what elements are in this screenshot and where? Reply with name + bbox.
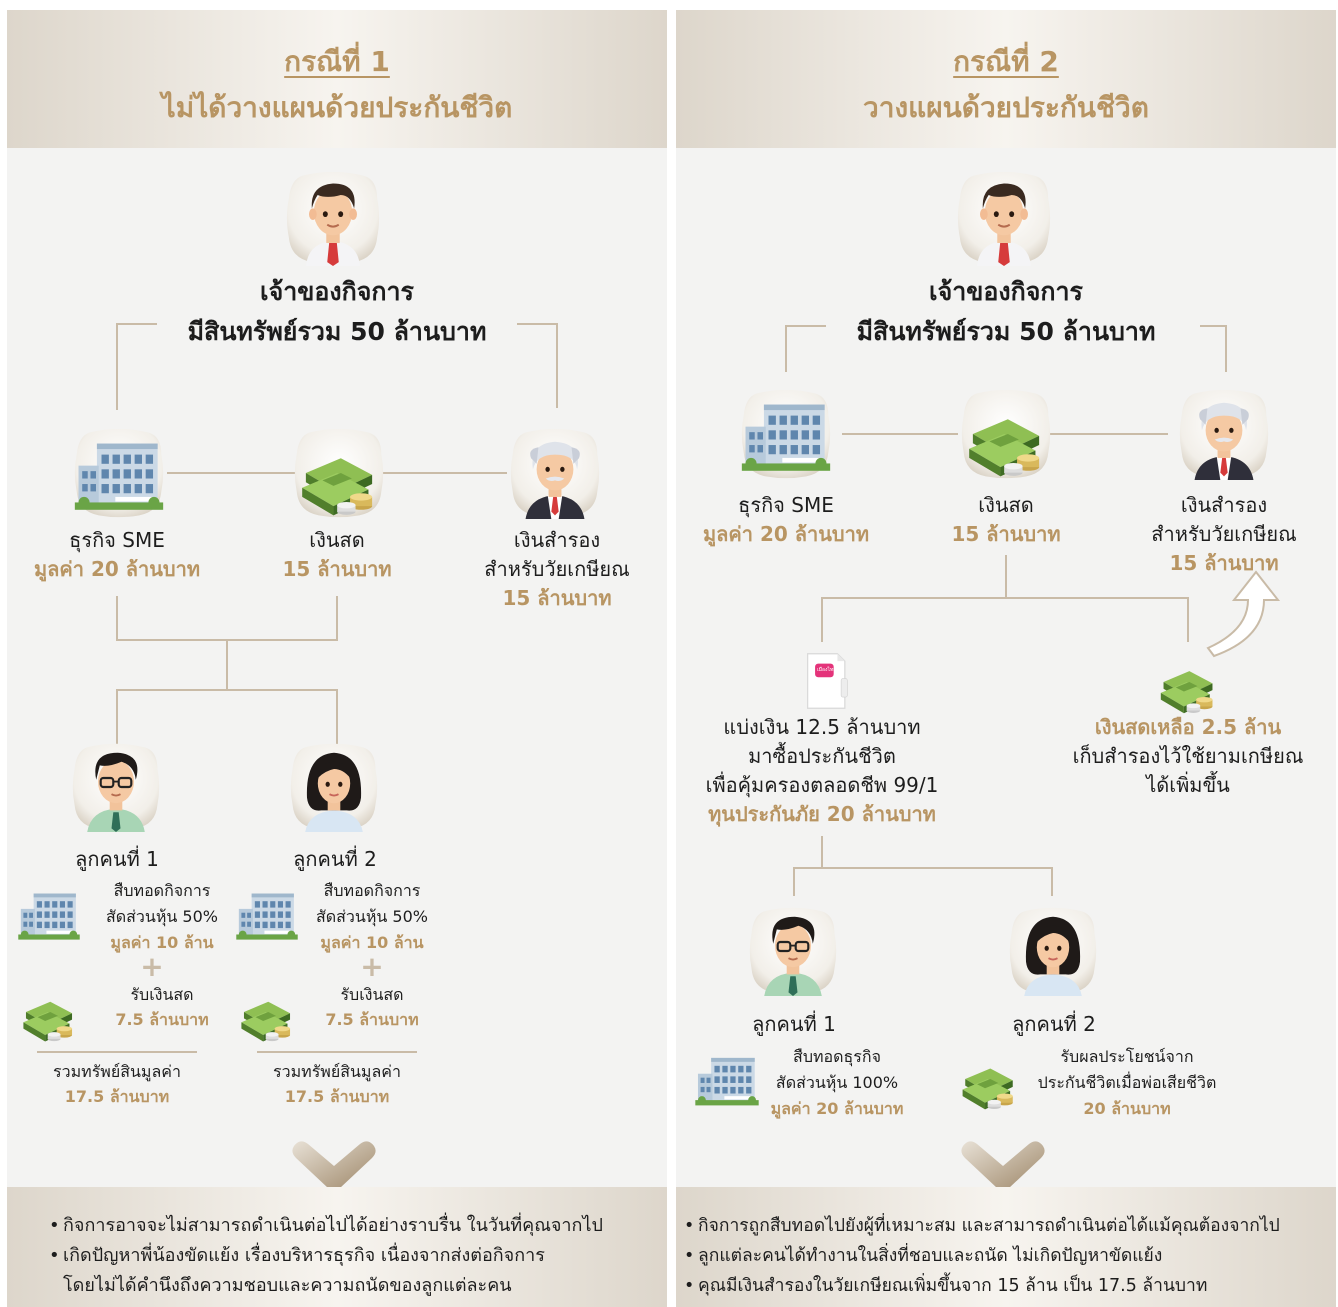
case2-child2-value: 20 ล้านบาท bbox=[1083, 1099, 1171, 1118]
office-building-icon bbox=[694, 1046, 760, 1112]
office-building-icon bbox=[17, 882, 81, 946]
case2-retire-value: 15 ล้านบาท bbox=[1169, 551, 1279, 575]
case2-insurance-sum: ทุนประกันภัย 20 ล้านบาท bbox=[708, 802, 936, 826]
case1-retire-sublabel: สำหรับวัยเกษียณ bbox=[484, 557, 630, 581]
case2-subtitle: วางแผนด้วยประกันชีวิต bbox=[863, 91, 1149, 124]
case2-note: คุณมีเงินสำรองในวัยเกษียณเพิ่มขึ้นจาก 15… bbox=[684, 1271, 1334, 1301]
case1-child2-label: ลูกคนที่ 2 bbox=[293, 847, 377, 871]
case1-child2-receive-value: 7.5 ล้านบาท bbox=[325, 1010, 419, 1029]
case2-child2-benefit-detail: ประกันชีวิตเมื่อพ่อเสียชีวิต bbox=[1037, 1073, 1217, 1092]
case2-insurance-coverage: เพื่อคุ้มครองตลอดชีพ 99/1 bbox=[705, 773, 939, 797]
case2-child2-label: ลูกคนที่ 2 bbox=[1012, 1012, 1096, 1036]
insurance-policy-icon bbox=[794, 646, 856, 716]
case1-child1-total: รวมทรัพย์สินมูลค่า bbox=[53, 1062, 181, 1081]
business-owner-icon bbox=[285, 170, 381, 266]
case2-sme-label: ธุรกิจ SME bbox=[738, 493, 834, 517]
case1-cash-label: เงินสด bbox=[309, 528, 365, 552]
case2-panel: กรณีที่ 2 วางแผนด้วยประกันชีวิต เจ้าของก… bbox=[676, 10, 1336, 1307]
case1-child2-total-value: 17.5 ล้านบาท bbox=[284, 1087, 390, 1106]
case1-subtitle: ไม่ได้วางแผนด้วยประกันชีวิต bbox=[161, 91, 513, 124]
up-arrow-icon bbox=[1206, 570, 1281, 658]
case2-remaining-cash: เงินสดเหลือ 2.5 ล้าน bbox=[1094, 715, 1282, 739]
case2-connector-lines bbox=[785, 325, 1281, 896]
daughter-icon bbox=[1008, 906, 1098, 996]
case1-summary: กิจการอาจจะไม่สามารถดำเนินต่อไปได้อย่างร… bbox=[7, 1187, 667, 1307]
retiree-icon bbox=[509, 427, 601, 519]
case2-cash-label: เงินสด bbox=[978, 493, 1034, 517]
office-building-icon bbox=[73, 427, 165, 519]
daughter-icon bbox=[289, 742, 379, 832]
retiree-icon bbox=[1178, 388, 1270, 480]
cash-stack-icon bbox=[1154, 648, 1222, 716]
case1-child2-inherit-value: มูลค่า 10 ล้าน bbox=[320, 933, 424, 952]
chevron-down-icon bbox=[292, 1141, 376, 1191]
case2-title: กรณีที่ 2 bbox=[953, 45, 1059, 78]
case2-child1-share: สัดส่วนหุ้น 100% bbox=[775, 1073, 899, 1092]
case1-sme-value: มูลค่า 20 ล้านบาท bbox=[33, 557, 201, 581]
plus-icon: + bbox=[140, 950, 164, 983]
plus-icon: + bbox=[360, 950, 384, 983]
case2-header: กรณีที่ 2 วางแผนด้วยประกันชีวิต bbox=[676, 10, 1336, 148]
case2-insurance-split: แบ่งเงิน 12.5 ล้านบาท bbox=[723, 715, 921, 739]
case2-insurance-buy: มาซื้อประกันชีวิต bbox=[748, 744, 896, 768]
cash-stack-icon bbox=[956, 1046, 1022, 1112]
case2-cash-value: 15 ล้านบาท bbox=[951, 522, 1061, 546]
case2-retire-sublabel: สำหรับวัยเกษียณ bbox=[1151, 522, 1297, 546]
business-owner-icon bbox=[956, 170, 1052, 266]
case1-note: เกิดปัญหาพี่น้องขัดแย้ง เรื่องบริหารธุรก… bbox=[49, 1241, 659, 1271]
case2-owner-assets: มีสินทรัพย์รวม 50 ล้านบาท bbox=[856, 317, 1156, 346]
policy-logo-text: เมืองไทย bbox=[817, 667, 837, 673]
case1-note: กิจการอาจจะไม่สามารถดำเนินต่อไปได้อย่างร… bbox=[49, 1211, 659, 1241]
case2-note: กิจการถูกสืบทอดไปยังผู้ที่เหมาะสม และสาม… bbox=[684, 1211, 1334, 1241]
case1-retire-label: เงินสำรอง bbox=[513, 528, 601, 552]
case1-child1-share: สัดส่วนหุ้น 50% bbox=[106, 907, 218, 926]
case1-sme-label: ธุรกิจ SME bbox=[69, 528, 165, 552]
office-building-icon bbox=[235, 882, 299, 946]
case2-sme-value: มูลค่า 20 ล้านบาท bbox=[702, 522, 870, 546]
case1-child2-receive: รับเงินสด bbox=[340, 985, 404, 1004]
case1-cash-value: 15 ล้านบาท bbox=[282, 557, 392, 581]
case1-child1-total-value: 17.5 ล้านบาท bbox=[64, 1087, 170, 1106]
case1-child2-total: รวมทรัพย์สินมูลค่า bbox=[273, 1062, 401, 1081]
case1-child2-share: สัดส่วนหุ้น 50% bbox=[316, 907, 428, 926]
case1-child2-inherit: สืบทอดกิจการ bbox=[323, 881, 421, 900]
case1-connector-lines bbox=[37, 323, 558, 1053]
case2-note: ลูกแต่ละคนได้ทำงานในสิ่งที่ชอบและถนัด ไม… bbox=[684, 1241, 1334, 1271]
case2-remaining-note: เก็บสำรองไว้ใช้ยามเกษียณ bbox=[1072, 744, 1304, 768]
case1-panel: กรณีที่ 1 ไม่ได้วางแผนด้วยประกันชีวิต เจ… bbox=[7, 10, 667, 1307]
case1-child1-label: ลูกคนที่ 1 bbox=[75, 847, 159, 871]
son-icon bbox=[748, 906, 838, 996]
case1-child1-receive: รับเงินสด bbox=[130, 985, 194, 1004]
chevron-down-icon bbox=[961, 1141, 1045, 1191]
case1-child1-receive-value: 7.5 ล้านบาท bbox=[115, 1010, 209, 1029]
office-building-icon bbox=[740, 388, 832, 480]
case1-owner-title: เจ้าของกิจการ bbox=[260, 277, 414, 306]
son-icon bbox=[71, 742, 161, 832]
case1-owner-assets: มีสินทรัพย์รวม 50 ล้านบาท bbox=[187, 317, 487, 346]
cash-stack-icon bbox=[960, 388, 1052, 480]
case2-child1-value: มูลค่า 20 ล้านบาท bbox=[770, 1099, 904, 1118]
case2-owner-title: เจ้าของกิจการ bbox=[929, 277, 1083, 306]
case2-child1-inherit: สืบทอดธุรกิจ bbox=[793, 1047, 881, 1066]
case1-child1-inherit: สืบทอดกิจการ bbox=[113, 881, 211, 900]
cash-stack-icon bbox=[235, 980, 299, 1044]
case2-child2-benefit: รับผลประโยชน์จาก bbox=[1060, 1047, 1194, 1066]
case1-header: กรณีที่ 1 ไม่ได้วางแผนด้วยประกันชีวิต bbox=[7, 10, 667, 148]
case2-remaining-note2: ได้เพิ่มขึ้น bbox=[1146, 773, 1230, 797]
case2-retire-label: เงินสำรอง bbox=[1180, 493, 1268, 517]
cash-stack-icon bbox=[293, 427, 385, 519]
case1-child1-inherit-value: มูลค่า 10 ล้าน bbox=[110, 933, 214, 952]
case1-title: กรณีที่ 1 bbox=[284, 45, 390, 78]
case2-summary: กิจการถูกสืบทอดไปยังผู้ที่เหมาะสม และสาม… bbox=[676, 1187, 1336, 1307]
cash-stack-icon bbox=[17, 980, 81, 1044]
case1-retire-value: 15 ล้านบาท bbox=[502, 586, 612, 610]
case2-child1-label: ลูกคนที่ 1 bbox=[752, 1012, 836, 1036]
case1-note: โดยไม่ได้คำนึงถึงความชอบและความถนัดของลู… bbox=[63, 1275, 512, 1296]
